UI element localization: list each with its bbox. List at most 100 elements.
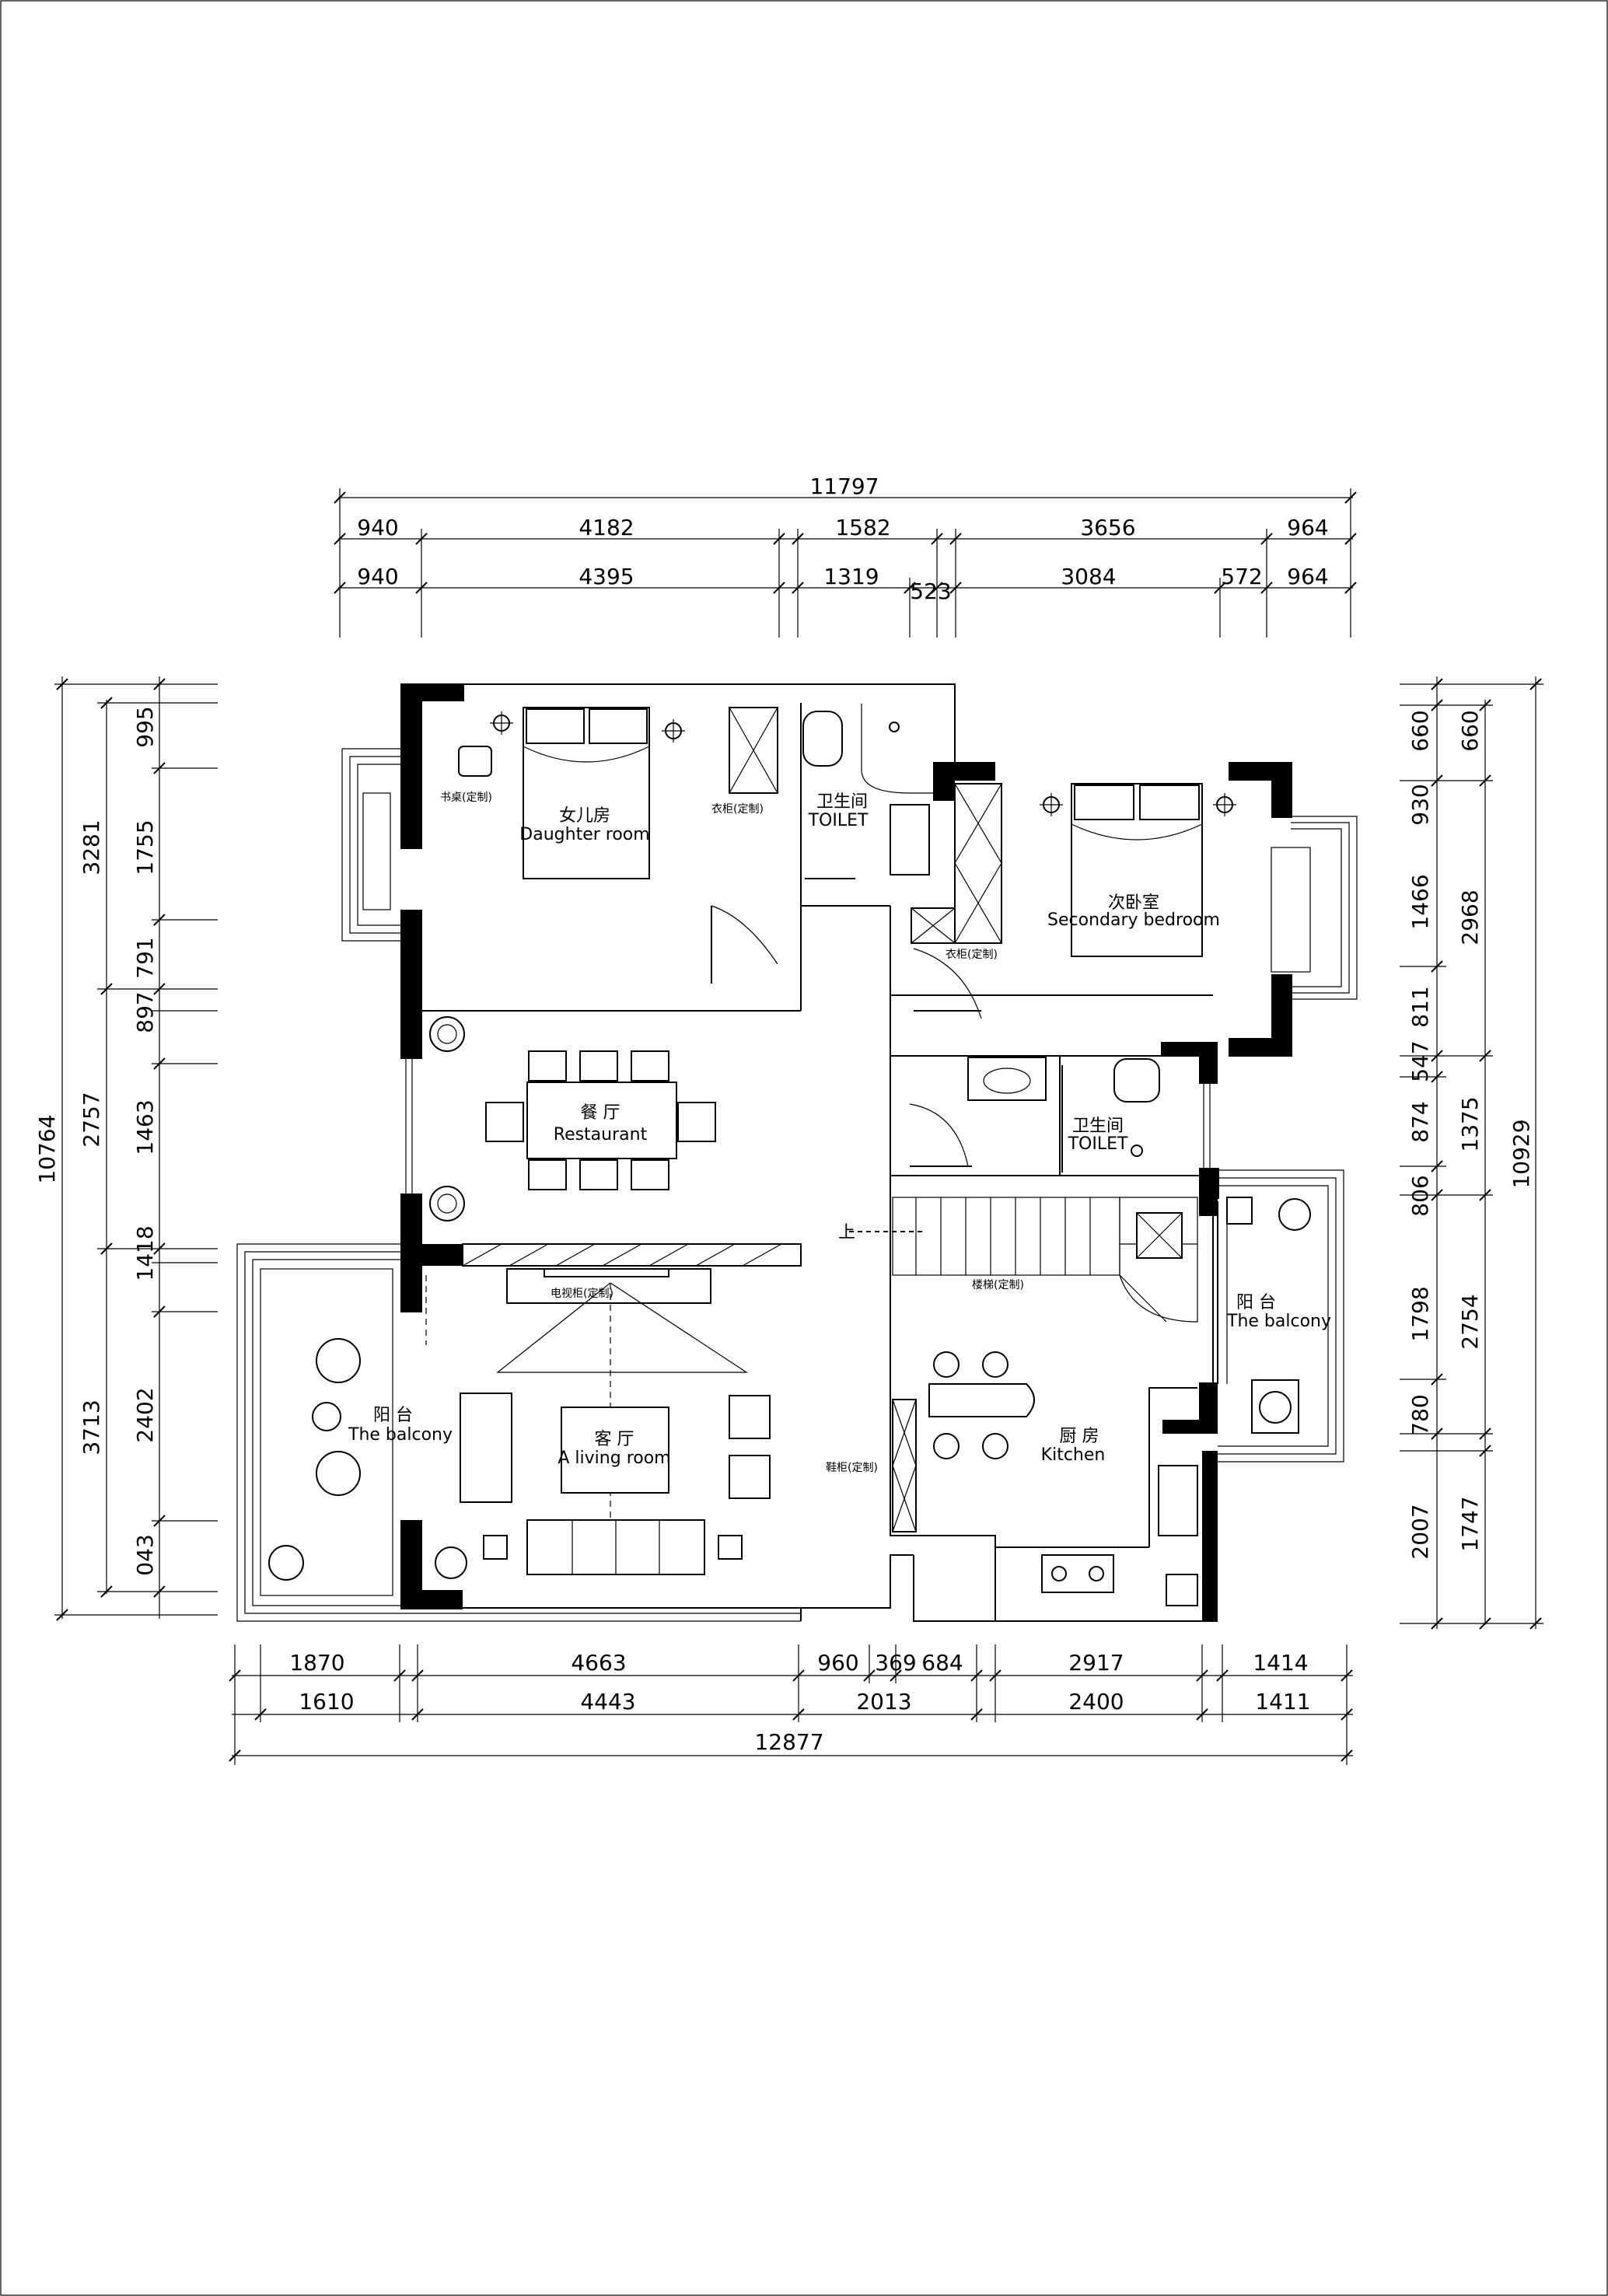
dim-bottom-r2-5: 1411 [1255, 1689, 1310, 1714]
walls [400, 683, 1292, 1622]
dim-right-in-2: 930 [1407, 784, 1433, 825]
dining-table [526, 1082, 677, 1159]
side-table-icon [483, 1535, 508, 1560]
toilet-upper: 卫生间 TOILET [802, 704, 933, 879]
dim-top-r2-7: 964 [1287, 564, 1328, 589]
dim-bottom-r2-4: 2400 [1068, 1689, 1124, 1714]
secondary-bedroom-en: Secondary bedroom [1047, 910, 1220, 930]
kitchen: 鞋柜(定制) 厨 房 Kitchen [826, 1351, 1198, 1606]
desk-chair-icon [458, 746, 492, 777]
drain-icon [889, 722, 900, 732]
dim-left-in-2: 1755 [132, 820, 158, 875]
dim-left-in-4: 897 [132, 991, 158, 1033]
kitchen-en: Kitchen [1041, 1445, 1106, 1465]
pillow-icon [526, 708, 585, 744]
sofa-single-icon [460, 1393, 512, 1503]
plant-icon [1278, 1198, 1311, 1231]
dim-left-mid-3: 3713 [79, 1400, 104, 1455]
balcony-right-en: The balcony [1226, 1312, 1331, 1331]
dim-right-in-8: 1798 [1407, 1286, 1433, 1341]
living-room: 电视柜(定制) 客 厅 A living room [425, 1243, 802, 1579]
balcony-right-zh: 阳 台 [1236, 1293, 1276, 1312]
kitchen-zh: 厨 房 [1060, 1427, 1099, 1446]
bar-stool-icon [982, 1433, 1008, 1459]
dining-chair-icon [528, 1050, 567, 1082]
dim-right-in-3: 1466 [1407, 874, 1433, 929]
tv-cabinet-label: 电视柜(定制) [551, 1288, 613, 1300]
cabinet-icon [1226, 1197, 1253, 1225]
restaurant-en: Restaurant [554, 1125, 648, 1145]
dim-right-in-4: 811 [1407, 986, 1433, 1027]
dim-top-r1-5: 964 [1287, 515, 1328, 540]
sink-icon [1158, 1465, 1198, 1536]
side-table-icon [718, 1535, 743, 1560]
bar-stool-icon [982, 1351, 1008, 1378]
dim-bottom-r2-2: 4443 [580, 1689, 635, 1714]
dim-right-in-7: 806 [1407, 1175, 1433, 1216]
dim-left-mid-2: 2757 [79, 1092, 104, 1147]
secondary-bedroom-zh: 次卧室 [1108, 893, 1159, 913]
restaurant-zh: 餐 厅 [581, 1103, 620, 1123]
stair-cabinet-label: 楼梯(定制) [972, 1279, 1024, 1291]
left-dimensions: 10764 3281 2757 3713 995 1755 791 897 14… [34, 676, 218, 1621]
desk-label: 书桌(定制) [440, 792, 492, 804]
shoe-cabinet-label: 鞋柜(定制) [826, 1462, 878, 1474]
partition-cabinet [462, 1243, 802, 1267]
pillow-icon [589, 708, 648, 744]
top-dimensions: 11797 940 4182 1582 3656 964 940 4395 13… [334, 474, 1357, 638]
dim-left-overall: 10764 [34, 1114, 60, 1183]
dim-left-in-1: 995 [132, 706, 158, 747]
pillow-icon [1074, 785, 1134, 820]
dim-right-mid-3: 1375 [1457, 1096, 1483, 1151]
bar-stool-icon [933, 1351, 960, 1378]
dining-chair-icon [631, 1050, 669, 1082]
toilet-lower: 卫生间 TOILET [909, 1057, 1160, 1172]
stair-up-label: 上 [838, 1223, 855, 1242]
dim-bottom-r1-3: 960 [817, 1650, 858, 1676]
dim-right-in-6: 874 [1407, 1101, 1433, 1142]
plant-icon [429, 1016, 465, 1052]
armchair-icon [729, 1395, 771, 1439]
dim-left-in-5: 1463 [132, 1099, 158, 1155]
dim-bottom-overall: 12877 [754, 1729, 823, 1755]
dim-right-in-10: 2007 [1407, 1504, 1433, 1559]
dim-top-r1-2: 4182 [579, 515, 634, 540]
dim-left-in-8: 043 [132, 1534, 158, 1575]
dim-bottom-r2-1: 1610 [299, 1689, 354, 1714]
dim-right-mid-2: 2968 [1457, 889, 1483, 945]
coffee-table [561, 1407, 669, 1494]
toilet-upper-zh: 卫生间 [816, 792, 868, 812]
toilet-icon [802, 711, 843, 767]
dim-right-in-1: 660 [1407, 710, 1433, 751]
dim-bottom-r1-2: 4663 [571, 1650, 626, 1676]
tv-icon [544, 1268, 669, 1277]
restaurant: 餐 厅 Restaurant [429, 1016, 716, 1221]
fridge-icon [1166, 1574, 1198, 1606]
balcony-left: 阳 台 The balcony [268, 1338, 453, 1581]
dim-right-in-9: 780 [1407, 1394, 1433, 1435]
dim-top-r2-4: 523 [910, 578, 951, 604]
dim-left-in-3: 791 [132, 937, 158, 978]
plant-icon [435, 1546, 467, 1579]
dim-bottom-r1-6: 2917 [1068, 1650, 1124, 1676]
kitchen-island [928, 1383, 1035, 1417]
dim-right-overall: 10929 [1508, 1119, 1534, 1188]
balcony-left-en: The balcony [348, 1425, 453, 1445]
dim-right-in-5: 547 [1407, 1040, 1433, 1082]
dim-bottom-r1-1: 1870 [289, 1650, 344, 1676]
washbasin-icon [967, 1057, 1047, 1101]
toilet-icon [1113, 1058, 1160, 1103]
wardrobe-daughter-label: 衣柜(定制) [711, 803, 764, 816]
dim-right-mid-5: 1747 [1457, 1496, 1483, 1551]
dim-top-r1-1: 940 [357, 515, 398, 540]
toilet-lower-en: TOILET [1068, 1134, 1128, 1154]
lounge-chair-icon [316, 1451, 361, 1496]
dim-top-r2-2: 4395 [579, 564, 634, 589]
dim-top-r1-4: 3656 [1080, 515, 1135, 540]
plant-icon [268, 1545, 304, 1581]
drain-icon [1131, 1145, 1143, 1157]
dining-chair-icon [579, 1050, 618, 1082]
dim-bottom-r1-4: 369 [875, 1650, 916, 1676]
secondary-bedroom: 衣柜(定制) 次卧室 Secondary bedroom [911, 783, 1236, 1019]
